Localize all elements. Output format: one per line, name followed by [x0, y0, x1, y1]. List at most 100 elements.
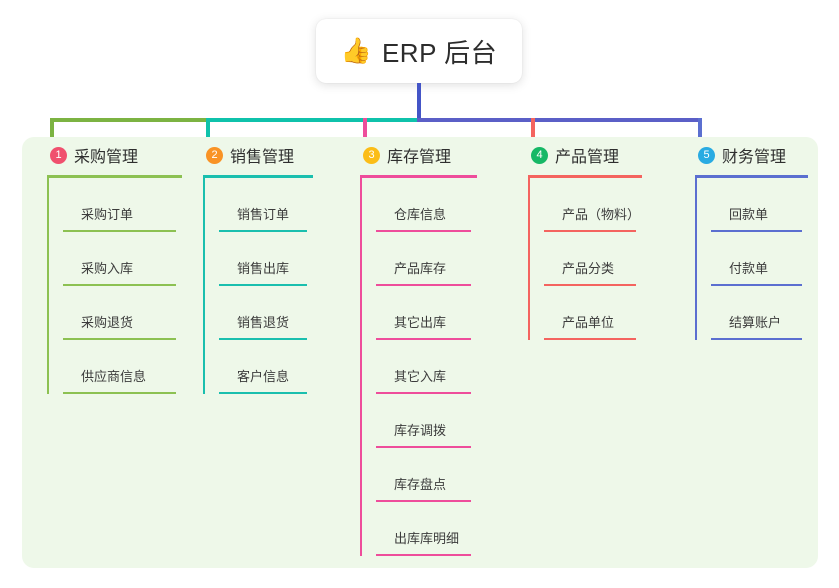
column-title-product: 产品管理 [555, 149, 620, 166]
column-underline-product [528, 175, 642, 178]
leaf-item[interactable]: 产品库存 [376, 232, 477, 286]
column-header-purchase[interactable]: 1 采购管理 [47, 143, 182, 167]
column-items-purchase: 采购订单采购入库采购退货供应商信息 [47, 178, 182, 394]
leaf-item-underline [544, 284, 636, 286]
column-rail-product [528, 178, 530, 340]
leaf-item-label: 客户信息 [237, 369, 290, 384]
column-title-purchase: 采购管理 [74, 149, 139, 166]
thumbs-up-icon: 👍 [340, 36, 372, 65]
column-finance: 5 财务管理回款单付款单结算账户 [695, 143, 808, 340]
leaf-item-underline [63, 230, 176, 232]
connector-drop-product [531, 118, 535, 146]
column-header-sales[interactable]: 2 销售管理 [203, 143, 313, 167]
root-node-title: ERP 后台 [381, 37, 498, 68]
column-header-finance[interactable]: 5 财务管理 [695, 143, 808, 167]
column-items-sales: 销售订单销售出库销售退货客户信息 [203, 178, 313, 394]
leaf-item[interactable]: 销售退货 [219, 286, 313, 340]
connector-drop-purchase [50, 118, 54, 146]
leaf-item[interactable]: 其它入库 [376, 340, 477, 394]
leaf-item[interactable]: 采购退货 [63, 286, 182, 340]
leaf-item-label: 付款单 [729, 261, 769, 276]
leaf-item-underline [219, 230, 307, 232]
leaf-item-label: 销售订单 [237, 207, 290, 222]
connector-root-stem [417, 83, 421, 122]
leaf-item-underline [376, 338, 471, 340]
leaf-item[interactable]: 产品单位 [544, 286, 642, 340]
leaf-item-underline [63, 284, 176, 286]
leaf-item[interactable]: 结算账户 [711, 286, 808, 340]
leaf-item-label: 产品单位 [562, 315, 615, 330]
leaf-item-label: 销售出库 [237, 261, 290, 276]
leaf-item[interactable]: 付款单 [711, 232, 808, 286]
leaf-item-label: 其它入库 [394, 369, 447, 384]
leaf-item[interactable]: 销售出库 [219, 232, 313, 286]
leaf-item-label: 仓库信息 [394, 207, 447, 222]
column-underline-sales [203, 175, 313, 178]
leaf-item-label: 采购退货 [81, 315, 134, 330]
column-header-inventory[interactable]: 3 库存管理 [360, 143, 477, 167]
diagram-panel [22, 137, 818, 568]
leaf-item-label: 采购订单 [81, 207, 134, 222]
column-purchase: 1 采购管理采购订单采购入库采购退货供应商信息 [47, 143, 182, 394]
leaf-item[interactable]: 产品（物料） [544, 178, 642, 232]
column-rail-inventory [360, 178, 362, 556]
column-items-product: 产品（物料）产品分类产品单位 [528, 178, 642, 340]
leaf-item-underline [711, 338, 802, 340]
leaf-item-underline [544, 230, 636, 232]
column-sales: 2 销售管理销售订单销售出库销售退货客户信息 [203, 143, 313, 394]
column-underline-purchase [47, 175, 182, 178]
leaf-item[interactable]: 仓库信息 [376, 178, 477, 232]
connector-bar-green [50, 118, 210, 122]
leaf-item-label: 库存盘点 [394, 477, 447, 492]
leaf-item-underline [376, 500, 471, 502]
leaf-item-underline [376, 230, 471, 232]
connector-drop-inventory [363, 118, 367, 146]
column-badge-purchase: 1 [50, 146, 67, 164]
column-badge-product: 4 [531, 146, 548, 164]
column-rail-finance [695, 178, 697, 340]
leaf-item[interactable]: 销售订单 [219, 178, 313, 232]
connector-drop-finance [698, 118, 702, 146]
leaf-item-underline [376, 554, 471, 556]
leaf-item-label: 其它出库 [394, 315, 447, 330]
column-title-sales: 销售管理 [230, 149, 295, 166]
column-inventory: 3 库存管理仓库信息产品库存其它出库其它入库库存调拨库存盘点出库库明细 [360, 143, 477, 556]
leaf-item-label: 销售退货 [237, 315, 290, 330]
leaf-item-underline [219, 392, 307, 394]
leaf-item[interactable]: 库存盘点 [376, 448, 477, 502]
column-badge-finance: 5 [698, 146, 715, 164]
leaf-item-underline [376, 446, 471, 448]
leaf-item[interactable]: 客户信息 [219, 340, 313, 394]
column-title-inventory: 库存管理 [387, 149, 452, 166]
leaf-item-underline [711, 230, 802, 232]
leaf-item[interactable]: 采购订单 [63, 178, 182, 232]
leaf-item[interactable]: 其它出库 [376, 286, 477, 340]
root-node-card[interactable]: 👍 ERP 后台 [316, 19, 522, 83]
leaf-item-underline [544, 338, 636, 340]
column-badge-inventory: 3 [363, 146, 380, 164]
column-rail-sales [203, 178, 205, 394]
leaf-item-underline [63, 338, 176, 340]
leaf-item[interactable]: 回款单 [711, 178, 808, 232]
column-badge-sales: 2 [206, 146, 223, 164]
leaf-item-underline [219, 338, 307, 340]
leaf-item[interactable]: 采购入库 [63, 232, 182, 286]
column-title-finance: 财务管理 [722, 149, 787, 166]
leaf-item-label: 采购入库 [81, 261, 134, 276]
connector-drop-sales [206, 118, 210, 146]
leaf-item-underline [376, 284, 471, 286]
column-items-finance: 回款单付款单结算账户 [695, 178, 808, 340]
column-rail-purchase [47, 178, 49, 394]
column-underline-finance [695, 175, 808, 178]
leaf-item-underline [219, 284, 307, 286]
column-product: 4 产品管理产品（物料）产品分类产品单位 [528, 143, 642, 340]
leaf-item-underline [376, 392, 471, 394]
leaf-item-label: 结算账户 [729, 315, 782, 330]
leaf-item[interactable]: 供应商信息 [63, 340, 182, 394]
leaf-item[interactable]: 库存调拨 [376, 394, 477, 448]
leaf-item[interactable]: 出库库明细 [376, 502, 477, 556]
leaf-item[interactable]: 产品分类 [544, 232, 642, 286]
column-header-product[interactable]: 4 产品管理 [528, 143, 642, 167]
connector-bar-blue [417, 118, 702, 122]
leaf-item-label: 回款单 [729, 207, 769, 222]
